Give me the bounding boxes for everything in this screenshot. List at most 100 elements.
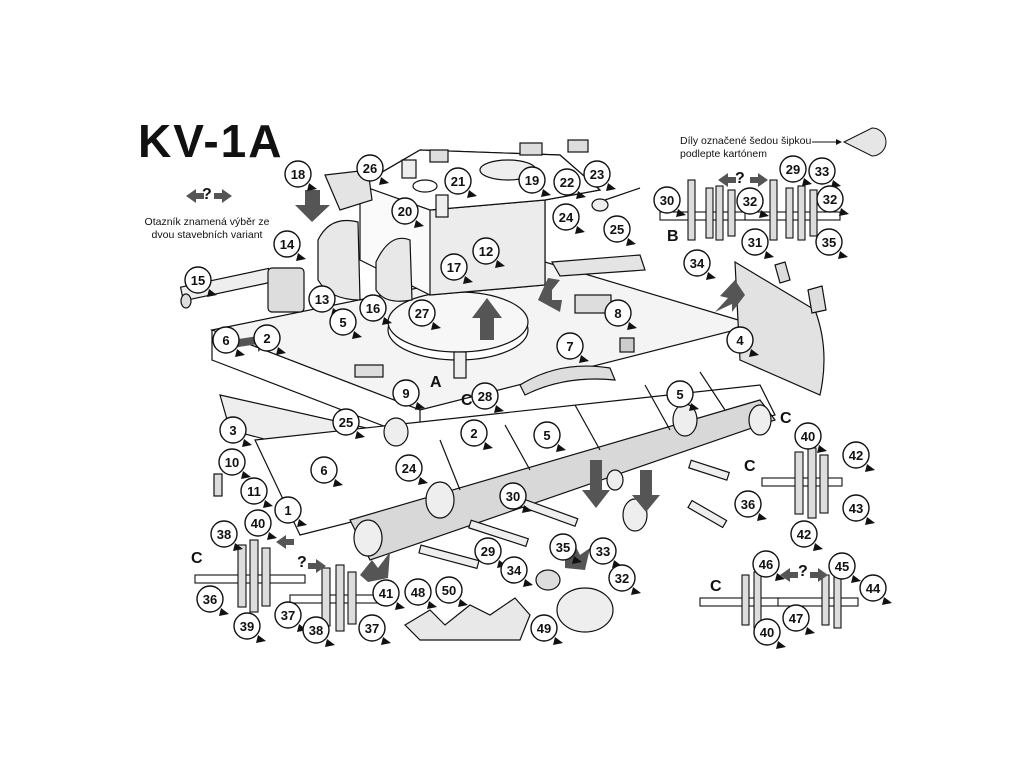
track-links <box>404 597 531 641</box>
callout-pointer <box>297 519 307 527</box>
callout-circle <box>372 579 400 607</box>
arrow-left-icon <box>276 535 294 549</box>
callout-circle <box>310 456 338 484</box>
callout-5: 5 <box>666 380 699 411</box>
callout-circle <box>253 324 281 352</box>
callout-pointer <box>495 260 505 268</box>
callout-42: 42 <box>790 520 823 551</box>
grey-arrow <box>295 190 330 222</box>
callout-number: 11 <box>247 484 261 499</box>
roof-antenna-base <box>567 139 589 153</box>
callout-29: 29 <box>779 155 812 186</box>
callout-number: 44 <box>866 581 881 596</box>
callout-pointer <box>355 431 365 439</box>
callout-circle <box>408 299 436 327</box>
callout-21: 21 <box>444 167 477 198</box>
callout-number: 38 <box>309 623 323 638</box>
callout-12: 12 <box>472 237 505 268</box>
callout-number: 1 <box>284 503 291 518</box>
callout-circle <box>790 520 818 548</box>
callout-circle <box>842 441 870 469</box>
callout-number: 5 <box>339 315 346 330</box>
callout-5: 5 <box>533 421 566 452</box>
sprocket-small <box>535 569 561 591</box>
antenna-base <box>591 198 609 212</box>
marker-B: B <box>667 228 679 245</box>
callout-pointer <box>325 639 335 647</box>
part-top-strip <box>551 254 646 277</box>
callout-number: 5 <box>543 428 550 443</box>
callout-circle <box>782 604 810 632</box>
grey-arrows <box>232 190 745 582</box>
callout-circle <box>734 490 762 518</box>
callout-30: 30 <box>653 186 686 217</box>
variant-note: Otazník znamená výběr ze dvou stavebních… <box>144 216 270 241</box>
callout-26: 26 <box>356 154 389 185</box>
callout-18: 18 <box>284 160 317 191</box>
callout-circle <box>391 197 419 225</box>
callout-circle <box>666 380 694 408</box>
commander-cupola <box>412 179 438 193</box>
callout-circle <box>218 448 246 476</box>
wheel <box>425 481 455 519</box>
callout-pointer <box>267 532 277 540</box>
callout-number: 10 <box>225 455 239 470</box>
plate <box>785 187 794 239</box>
gun-mantlet <box>267 267 305 313</box>
callout-circle <box>604 299 632 327</box>
callout-33: 33 <box>808 157 841 188</box>
callout-circle <box>444 167 472 195</box>
bracket-3 <box>574 404 601 451</box>
callout-6: 6 <box>310 456 343 487</box>
callout-circle <box>556 332 584 360</box>
callout-circle <box>808 157 836 185</box>
callout-14: 14 <box>273 230 306 261</box>
callout-pointer <box>627 322 637 330</box>
callout-number: 37 <box>365 621 379 636</box>
callout-number: 2 <box>470 426 477 441</box>
bracket-1 <box>439 439 461 491</box>
grey-arrow <box>538 278 562 312</box>
callout-37: 37 <box>358 614 391 645</box>
axle-bar <box>699 597 781 607</box>
callout-5: 5 <box>329 308 362 339</box>
callout-circle <box>828 552 856 580</box>
arrow-right-icon <box>810 568 828 582</box>
callout-circle <box>726 326 754 354</box>
turret-peg <box>453 351 467 379</box>
callout-number: 47 <box>789 611 803 626</box>
axle <box>688 459 731 481</box>
plate <box>753 571 762 629</box>
callout-number: 48 <box>411 585 425 600</box>
callout-pointer <box>276 347 286 355</box>
callout-circle <box>435 576 463 604</box>
callout-pointer <box>689 403 699 411</box>
callout-circle <box>302 616 330 644</box>
wheel <box>353 519 383 557</box>
callout-pointer <box>757 513 767 521</box>
callout-number: 25 <box>610 222 624 237</box>
wheel <box>606 469 624 491</box>
callout-circle <box>530 614 558 642</box>
callout-16: 16 <box>359 294 392 325</box>
callout-4: 4 <box>726 326 759 357</box>
callout-17: 17 <box>440 253 473 284</box>
callout-34: 34 <box>500 556 533 587</box>
callout-number: 2 <box>263 331 270 346</box>
callout-circle <box>583 160 611 188</box>
plate <box>809 189 818 237</box>
callout-pointer <box>379 177 389 185</box>
roof-block <box>429 149 449 163</box>
callout-pointer <box>575 226 585 234</box>
callout-38: 38 <box>210 520 243 551</box>
callout-number: 36 <box>741 497 755 512</box>
plate <box>715 185 724 241</box>
variant-arrows-C-bottom <box>780 568 828 582</box>
callout-pointer <box>256 635 266 643</box>
callout-number: 32 <box>615 571 629 586</box>
callout-pointer <box>415 402 425 410</box>
callout-circle <box>404 578 432 606</box>
callout-number: 42 <box>797 527 811 542</box>
callout-number: 26 <box>363 161 377 176</box>
